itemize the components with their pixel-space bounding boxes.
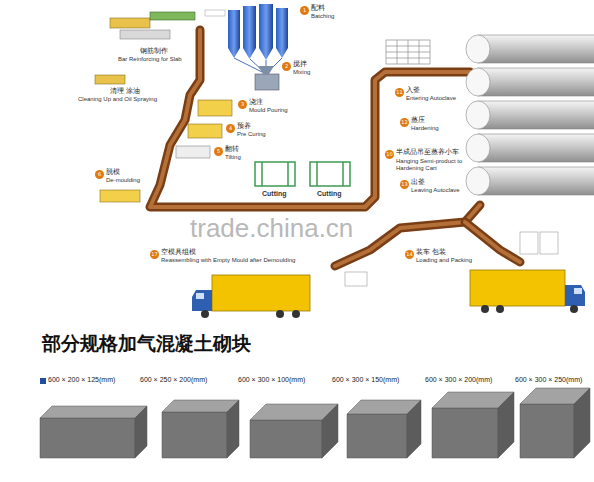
truck <box>470 270 585 313</box>
step-label: 出釜 <box>411 179 425 186</box>
step-label: Hanging Semi-product to Hardening Cart <box>396 158 464 172</box>
step-label: De-moulding <box>106 177 140 184</box>
callout-number: 12 <box>400 118 409 127</box>
step-label: Batching <box>311 13 334 20</box>
step-label: 预养 <box>237 123 251 130</box>
cutting-machines <box>255 162 350 186</box>
step-label: Hardening <box>411 125 439 132</box>
step-label: 搅拌 <box>293 61 307 68</box>
machine-label: Cutting <box>317 190 342 198</box>
step-label: 钢筋制作 <box>140 48 168 55</box>
callout-number: 6 <box>95 170 104 179</box>
step-label: Leaving Autoclave <box>411 187 460 194</box>
step-label: Pre Curing <box>237 131 266 138</box>
step-label: 蒸压 <box>411 117 425 124</box>
dimension-label: 600 × 200 × 125(mm) <box>48 376 115 384</box>
callout-number: 13 <box>400 180 409 189</box>
step-label: 装车 包装 <box>416 249 446 256</box>
step-label: 入釜 <box>406 87 420 94</box>
callout-number: 11 <box>395 88 404 97</box>
callout-number: 1 <box>300 6 309 15</box>
step-label: 空模具组模 <box>161 249 196 256</box>
step-label: Loading and Packing <box>416 257 472 264</box>
step-label: Tilting <box>225 154 241 161</box>
conveyor <box>150 30 520 266</box>
callout-number: 3 <box>238 100 247 109</box>
step-label: 浇注 <box>249 99 263 106</box>
silos <box>228 4 288 74</box>
step-label: Bar Reinforcing for Slab <box>118 56 182 63</box>
hardening-cart <box>386 40 430 64</box>
autoclaves <box>466 35 594 195</box>
concrete-blocks <box>40 388 590 458</box>
step-label: Mould Pouring <box>249 107 288 114</box>
dimension-label: 600 × 300 × 150(mm) <box>332 376 399 384</box>
machine-label: Cutting <box>262 190 287 198</box>
step-label: 清理 涂油 <box>110 88 140 95</box>
step-label: Reassembling with Empty Mould after Demo… <box>161 257 311 264</box>
callout-number: 17 <box>150 250 159 259</box>
watermark: trade.china.cn <box>190 214 353 244</box>
step-label: 半成品吊至蒸养小车 <box>396 149 459 156</box>
dimension-label: 600 × 300 × 250(mm) <box>515 376 582 384</box>
step-label: Cleaning Up and Oil Spraying <box>78 96 157 103</box>
truck <box>192 275 310 318</box>
step-label: Mixing <box>293 69 310 76</box>
section-title: 部分规格加气混凝土砌块 <box>42 333 251 355</box>
dimension-label: 600 × 250 × 200(mm) <box>140 376 207 384</box>
callout-number: 5 <box>214 147 223 156</box>
dimension-label: 600 × 300 × 200(mm) <box>425 376 492 384</box>
dimension-label: 600 × 300 × 100(mm) <box>238 376 305 384</box>
callout-number: 14 <box>405 250 414 259</box>
callout-number: 2 <box>282 62 291 71</box>
step-label: 配料 <box>311 5 325 12</box>
callout-number: 10 <box>385 150 394 159</box>
step-label: 翻转 <box>225 146 239 153</box>
callout-number: 4 <box>226 124 235 133</box>
spec-marker <box>40 378 46 384</box>
step-label: Entering Autoclave <box>406 95 456 102</box>
step-label: 脱模 <box>106 169 120 176</box>
